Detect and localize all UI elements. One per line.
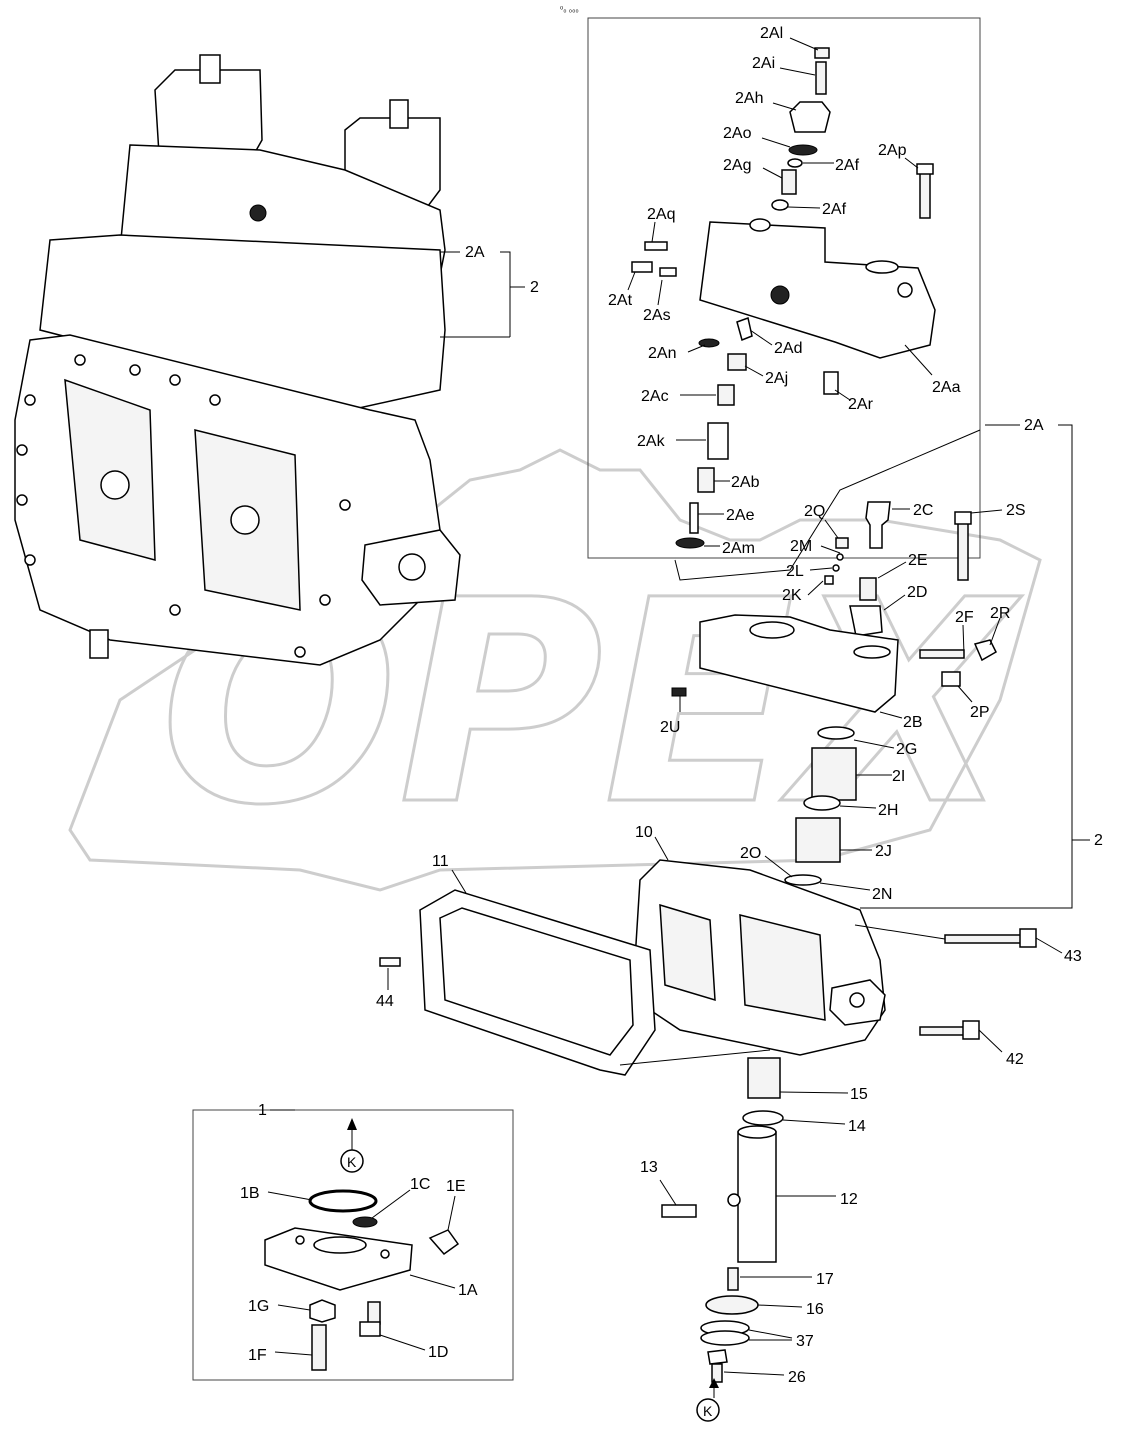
label-2A-top: 2A xyxy=(465,244,485,261)
label-K-box: K xyxy=(347,1154,357,1170)
header-mark: ⁰₀ ₀₀₀ xyxy=(560,5,579,14)
label-2A-right: 2A xyxy=(1024,417,1044,434)
label-K-bottom: K xyxy=(703,1403,713,1419)
housing-10 xyxy=(634,859,886,1056)
label-16: 16 xyxy=(806,1301,824,1318)
label-2P: 2P xyxy=(970,704,990,721)
label-2G: 2G xyxy=(896,741,917,758)
label-1G: 1G xyxy=(248,1298,269,1315)
circle-K-bottom xyxy=(696,1398,720,1422)
label-2An: 2An xyxy=(648,345,676,362)
label-2-right: 2 xyxy=(1094,832,1103,849)
label-2K: 2K xyxy=(782,587,802,604)
washer-14 xyxy=(742,1110,784,1126)
label-1B: 1B xyxy=(240,1185,260,1202)
label-2Aq: 2Aq xyxy=(647,206,675,223)
label-2Aa: 2Aa xyxy=(932,379,961,396)
label-10: 10 xyxy=(635,824,653,841)
box-2A-explode xyxy=(587,17,981,559)
pump-assembly-main xyxy=(14,54,461,666)
label-1: 1 xyxy=(258,1102,267,1119)
washer-37b xyxy=(700,1330,750,1346)
label-2R: 2R xyxy=(990,605,1010,622)
label-2Ae: 2Ae xyxy=(726,507,755,524)
label-12: 12 xyxy=(840,1191,858,1208)
label-2Aj: 2Aj xyxy=(765,370,788,387)
label-2J: 2J xyxy=(875,843,892,860)
label-2Ai: 2Ai xyxy=(752,55,775,72)
label-2Af-2: 2Af xyxy=(822,201,847,218)
seat-16 xyxy=(705,1295,759,1315)
label-2D: 2D xyxy=(907,584,927,601)
pin-44 xyxy=(379,957,401,967)
label-2Ao: 2Ao xyxy=(723,125,752,142)
leaders-lower xyxy=(387,836,1063,1376)
label-2Ak: 2Ak xyxy=(637,433,666,450)
label-2B: 2B xyxy=(903,714,923,731)
gasket-11 xyxy=(419,889,656,1076)
label-2L: 2L xyxy=(786,563,804,580)
label-2Am: 2Am xyxy=(722,540,755,557)
plunger-12 xyxy=(727,1125,777,1263)
box-1-explode xyxy=(192,1109,514,1381)
label-42: 42 xyxy=(1006,1051,1024,1068)
label-1E: 1E xyxy=(446,1178,466,1195)
label-2I: 2I xyxy=(892,768,905,785)
label-13: 13 xyxy=(640,1159,658,1176)
housing-bolt-holes xyxy=(16,354,351,658)
label-1D: 1D xyxy=(428,1344,448,1361)
label-2-top: 2 xyxy=(530,279,539,296)
label-1A: 1A xyxy=(458,1282,478,1299)
label-2C: 2C xyxy=(913,502,933,519)
watermark-gear-outline xyxy=(68,448,1042,892)
leader-2A-top xyxy=(440,251,525,338)
label-1C: 1C xyxy=(410,1176,430,1193)
label-2H: 2H xyxy=(878,802,898,819)
leaders-2B xyxy=(679,508,1003,851)
label-2N: 2N xyxy=(872,886,892,903)
label-2Ar: 2Ar xyxy=(848,396,874,413)
parts-1 xyxy=(264,1118,460,1371)
label-2Af-1: 2Af xyxy=(835,157,860,174)
label-17: 17 xyxy=(816,1271,834,1288)
label-2Ac: 2Ac xyxy=(641,388,669,405)
label-2Ah: 2Ah xyxy=(735,90,763,107)
label-2As: 2As xyxy=(643,307,671,324)
label-2At: 2At xyxy=(608,292,633,309)
label-26: 26 xyxy=(788,1369,806,1386)
label-43: 43 xyxy=(1064,948,1082,965)
spring-15 xyxy=(747,1057,781,1099)
label-1F: 1F xyxy=(248,1347,267,1364)
bolt-43 xyxy=(944,928,1037,948)
label-14: 14 xyxy=(848,1118,866,1135)
label-2Ap: 2Ap xyxy=(878,142,907,159)
label-2O: 2O xyxy=(740,845,761,862)
arrowhead-K-bottom xyxy=(709,1378,719,1388)
label-44: 44 xyxy=(376,993,394,1010)
label-2Q: 2Q xyxy=(804,503,825,520)
parts-2A xyxy=(631,47,936,549)
label-2E: 2E xyxy=(908,552,928,569)
screw-17 xyxy=(727,1267,739,1291)
label-2F: 2F xyxy=(955,609,974,626)
label-2Ab: 2Ab xyxy=(731,474,760,491)
pin-13 xyxy=(661,1204,697,1218)
leaders-1 xyxy=(267,1189,456,1356)
bracket-2-right xyxy=(860,424,1090,909)
bolt-42 xyxy=(919,1020,980,1040)
label-2Al: 2Al xyxy=(760,25,783,42)
label-2Ad: 2Ad xyxy=(774,340,802,357)
label-2Ag: 2Ag xyxy=(723,157,751,174)
label-11: 11 xyxy=(432,853,449,870)
label-2U: 2U xyxy=(660,719,680,736)
parts-2B-group xyxy=(671,501,997,863)
label-2M: 2M xyxy=(790,538,812,555)
label-2S: 2S xyxy=(1006,502,1026,519)
leaders-2A xyxy=(627,37,1020,581)
bolt-26 xyxy=(707,1349,728,1383)
label-37: 37 xyxy=(796,1333,814,1350)
label-15: 15 xyxy=(850,1086,868,1103)
